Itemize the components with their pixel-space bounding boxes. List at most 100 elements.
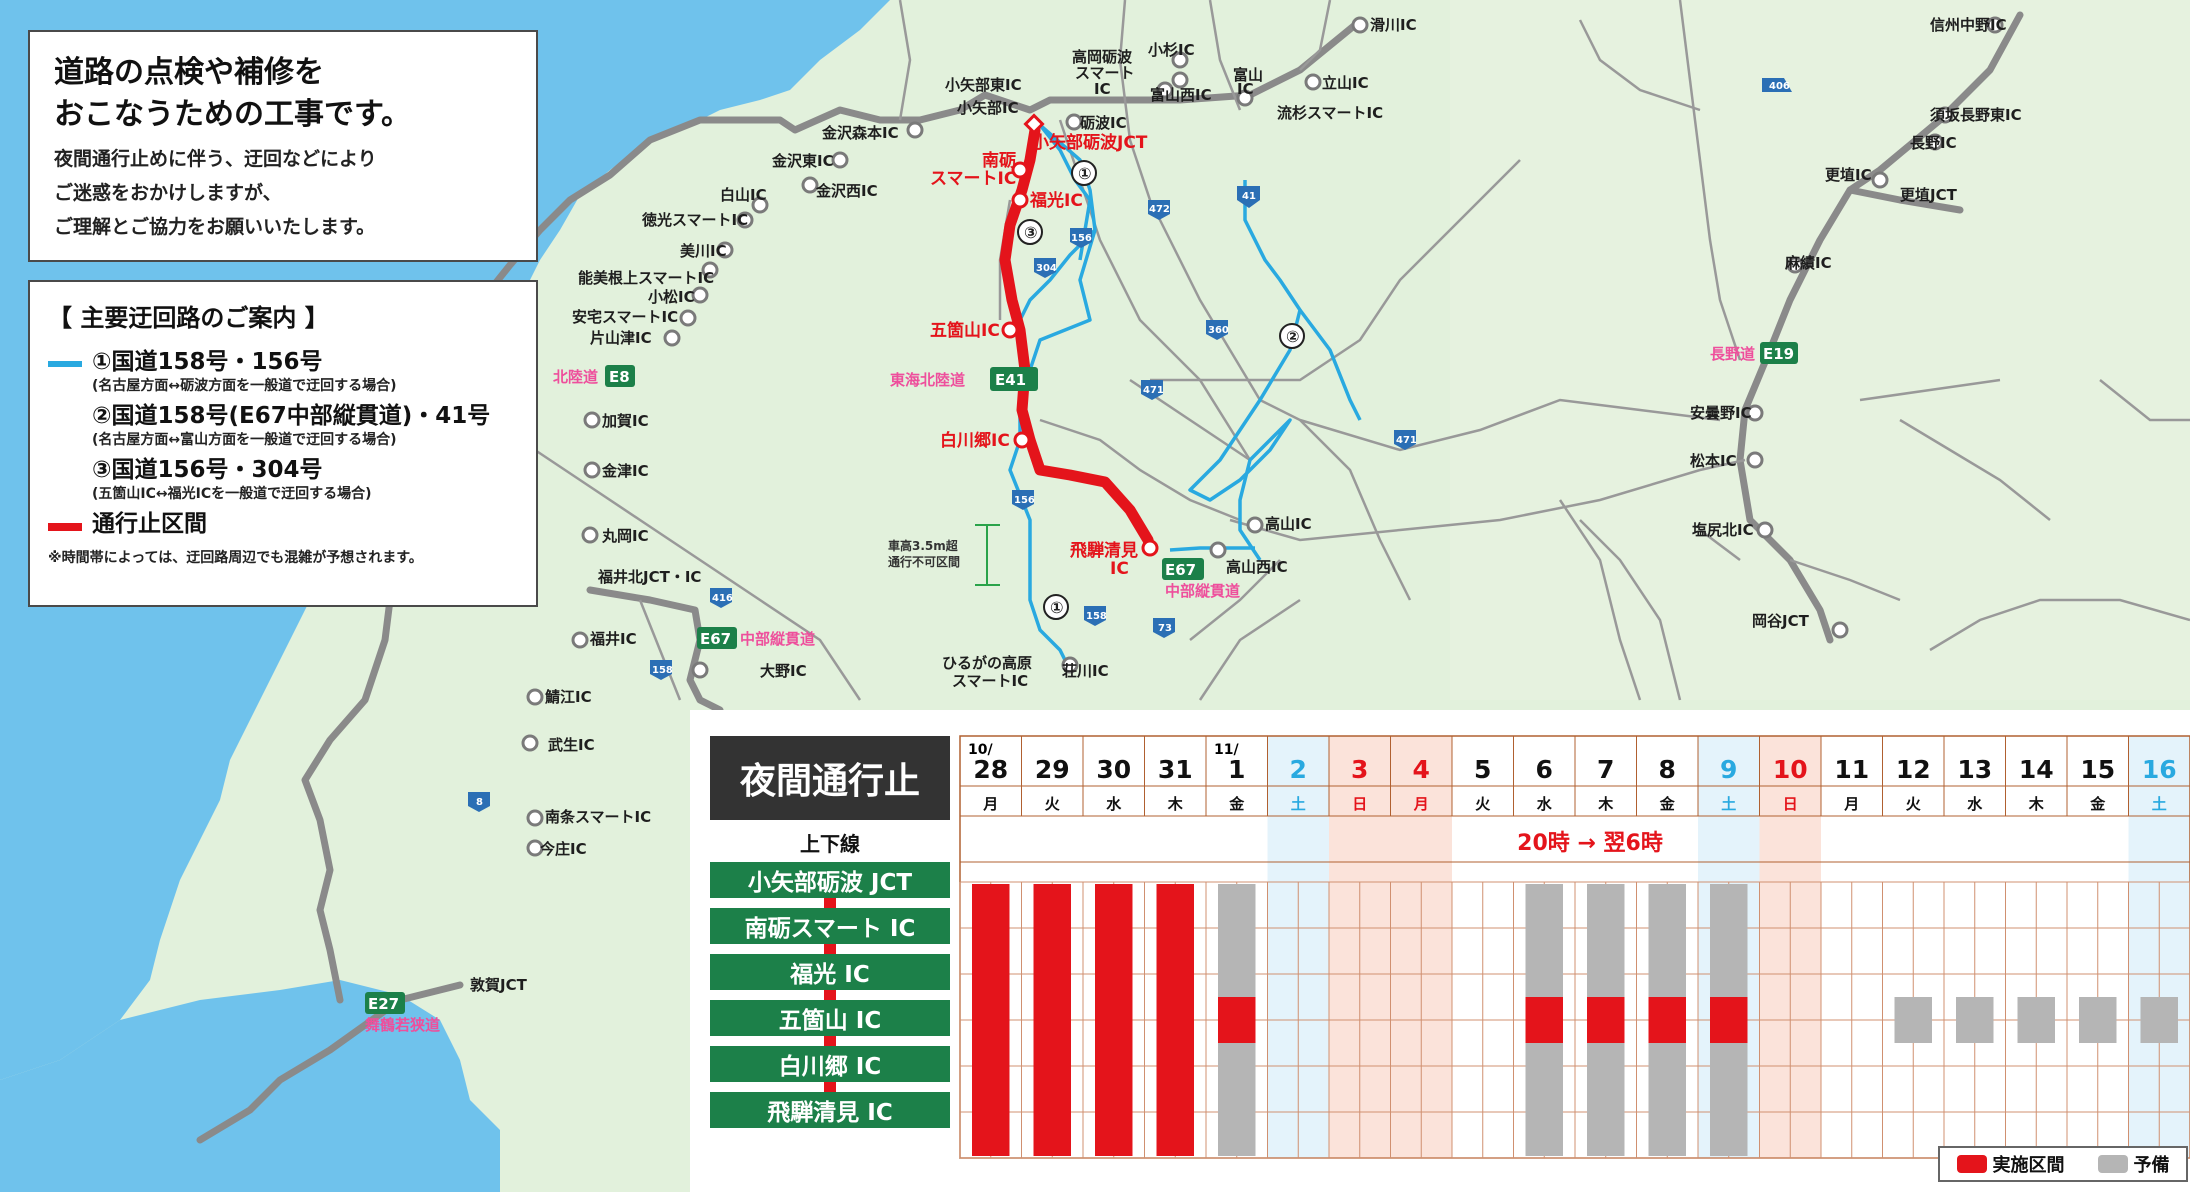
svg-text:安宅スマートIC: 安宅スマートIC xyxy=(572,308,678,326)
closed-connector xyxy=(824,990,836,1002)
day-number: 11 xyxy=(1834,755,1869,784)
svg-text:高山西IC: 高山西IC xyxy=(1226,558,1288,576)
svg-text:南条スマートIC: 南条スマートIC xyxy=(545,808,651,826)
day-weekday: 木 xyxy=(2028,795,2045,813)
svg-text:舞鶴若狭道: 舞鶴若狭道 xyxy=(365,1016,440,1034)
day-weekday: 水 xyxy=(1106,795,1122,813)
both-directions-label: 上下線 xyxy=(800,832,860,856)
detour-route-2 xyxy=(1188,180,1302,561)
legend-closed: 通行止区間 xyxy=(48,509,518,539)
time-range: 20時 → 翌6時 xyxy=(1517,831,1663,856)
day-weekday: 火 xyxy=(1475,795,1491,813)
shield-e19 xyxy=(1760,342,1798,364)
closure-bar xyxy=(1525,997,1563,1043)
day-number: 8 xyxy=(1659,755,1676,784)
svg-text:金沢西IC: 金沢西IC xyxy=(815,182,878,200)
schedule-grid: 10/11/28月29火30水31木1金2土3日4月5火6水7木8金9土10日1… xyxy=(959,735,2190,1159)
svg-text:472: 472 xyxy=(1149,204,1170,215)
day-weekday: 金 xyxy=(2089,795,2106,813)
svg-text:金沢東IC: 金沢東IC xyxy=(771,152,834,170)
closure-bar xyxy=(1156,884,1194,1156)
legend-route-sub: (名古屋方面↔砺波方面を一般道で迂回する場合) xyxy=(92,378,397,394)
svg-text:E67: E67 xyxy=(700,630,731,648)
day-number: 3 xyxy=(1351,755,1368,784)
day-number: 13 xyxy=(1957,755,1992,784)
svg-text:更埴IC: 更埴IC xyxy=(1825,166,1872,184)
day-weekday: 木 xyxy=(1597,795,1614,813)
svg-text:白山IC: 白山IC xyxy=(720,186,767,204)
svg-text:IC: IC xyxy=(1237,80,1254,98)
svg-text:福井IC: 福井IC xyxy=(589,630,637,648)
day-weekday: 月 xyxy=(982,795,998,813)
hokuriku-expressway xyxy=(301,21,1359,1004)
reserve-bar xyxy=(2017,997,2055,1043)
day-number: 16 xyxy=(2142,755,2177,784)
legend-route-label: ①国道158号・156号 xyxy=(92,349,323,375)
closed-connector xyxy=(824,1082,836,1094)
svg-text:IC: IC xyxy=(1110,559,1129,579)
svg-text:滑川IC: 滑川IC xyxy=(1370,16,1417,34)
day-number: 28 xyxy=(973,755,1008,784)
svg-text:福井北JCT・IC: 福井北JCT・IC xyxy=(597,568,701,586)
svg-text:美川IC: 美川IC xyxy=(680,242,727,260)
svg-text:南砺: 南砺 xyxy=(982,150,1016,171)
day-number: 5 xyxy=(1474,755,1491,784)
svg-text:武生IC: 武生IC xyxy=(548,736,595,754)
svg-text:スマートIC: スマートIC xyxy=(930,169,1016,189)
closed-swatch xyxy=(48,523,82,531)
shield-e27 xyxy=(365,992,405,1014)
svg-text:158: 158 xyxy=(652,665,673,676)
day-number: 31 xyxy=(1158,755,1193,784)
svg-text:福光IC: 福光IC xyxy=(1029,190,1083,211)
day-weekday: 日 xyxy=(1783,795,1798,813)
legend-route-2: ②国道158号(E67中部縦貫道)・41号 (名古屋方面↔富山方面を一般道で迂回… xyxy=(48,401,518,449)
legend-note: ※時間帯によっては、迂回路周辺でも混雑が予想されます。 xyxy=(48,550,423,566)
svg-text:小杉IC: 小杉IC xyxy=(1148,41,1195,59)
legend-title: 【 主要迂回路のご案内 】 xyxy=(48,304,329,332)
closure-bar xyxy=(1587,997,1625,1043)
nagano-expressway xyxy=(1736,11,2024,644)
day-weekday: 金 xyxy=(1228,795,1245,813)
day-number: 29 xyxy=(1035,755,1070,784)
day-weekday: 月 xyxy=(1413,795,1429,813)
intro-line-2: ご迷惑をおかけしますが、 xyxy=(54,182,282,204)
svg-text:北陸道: 北陸道 xyxy=(553,368,598,386)
svg-text:スマート: スマート xyxy=(1075,64,1135,82)
day-number: 1 xyxy=(1228,755,1245,784)
day-number: 15 xyxy=(2080,755,2115,784)
svg-text:金津IC: 金津IC xyxy=(601,462,649,480)
schedule-legend: 実施区間 予備 xyxy=(1938,1146,2188,1182)
ic-label: 福光 IC xyxy=(710,954,950,990)
svg-text:158: 158 xyxy=(1086,611,1107,622)
svg-text:五箇山IC: 五箇山IC xyxy=(930,320,1000,341)
svg-text:岡谷JCT: 岡谷JCT xyxy=(1752,612,1810,630)
legend-route-1: ①国道158号・156号 (名古屋方面↔砺波方面を一般道で迂回する場合) xyxy=(48,347,518,395)
schedule-title: 夜間通行止 xyxy=(710,736,950,820)
sea-area xyxy=(0,0,890,1080)
svg-text:富山西IC: 富山西IC xyxy=(1150,86,1212,104)
svg-text:大野IC: 大野IC xyxy=(760,662,807,680)
reserve-bar xyxy=(1894,997,1932,1043)
svg-text:E8: E8 xyxy=(609,368,630,386)
maizuru-wakasa xyxy=(196,981,464,1144)
day-weekday: 日 xyxy=(1352,795,1367,813)
day-number: 14 xyxy=(2019,755,2054,784)
day-number: 4 xyxy=(1413,755,1430,784)
month-oct: 10/ xyxy=(968,742,993,758)
day-number: 6 xyxy=(1536,755,1553,784)
svg-text:車高3.5m超: 車高3.5m超 xyxy=(888,538,959,553)
reserve-bar xyxy=(2079,997,2117,1043)
ic-label: 南砺スマート IC xyxy=(710,908,950,944)
closure-bar xyxy=(1033,884,1071,1156)
shield-e41 xyxy=(990,367,1038,391)
svg-text:471: 471 xyxy=(1396,435,1417,446)
svg-text:鯖江IC: 鯖江IC xyxy=(544,688,592,706)
svg-text:③: ③ xyxy=(1024,223,1038,242)
svg-text:高岡砺波: 高岡砺波 xyxy=(1072,48,1133,66)
svg-text:高山IC: 高山IC xyxy=(1265,515,1312,533)
svg-text:8: 8 xyxy=(476,797,483,808)
svg-text:流杉スマートIC: 流杉スマートIC xyxy=(1277,104,1383,122)
day-weekday: 土 xyxy=(1721,795,1736,813)
intro-heading-1: 道路の点検や補修を xyxy=(54,55,324,90)
